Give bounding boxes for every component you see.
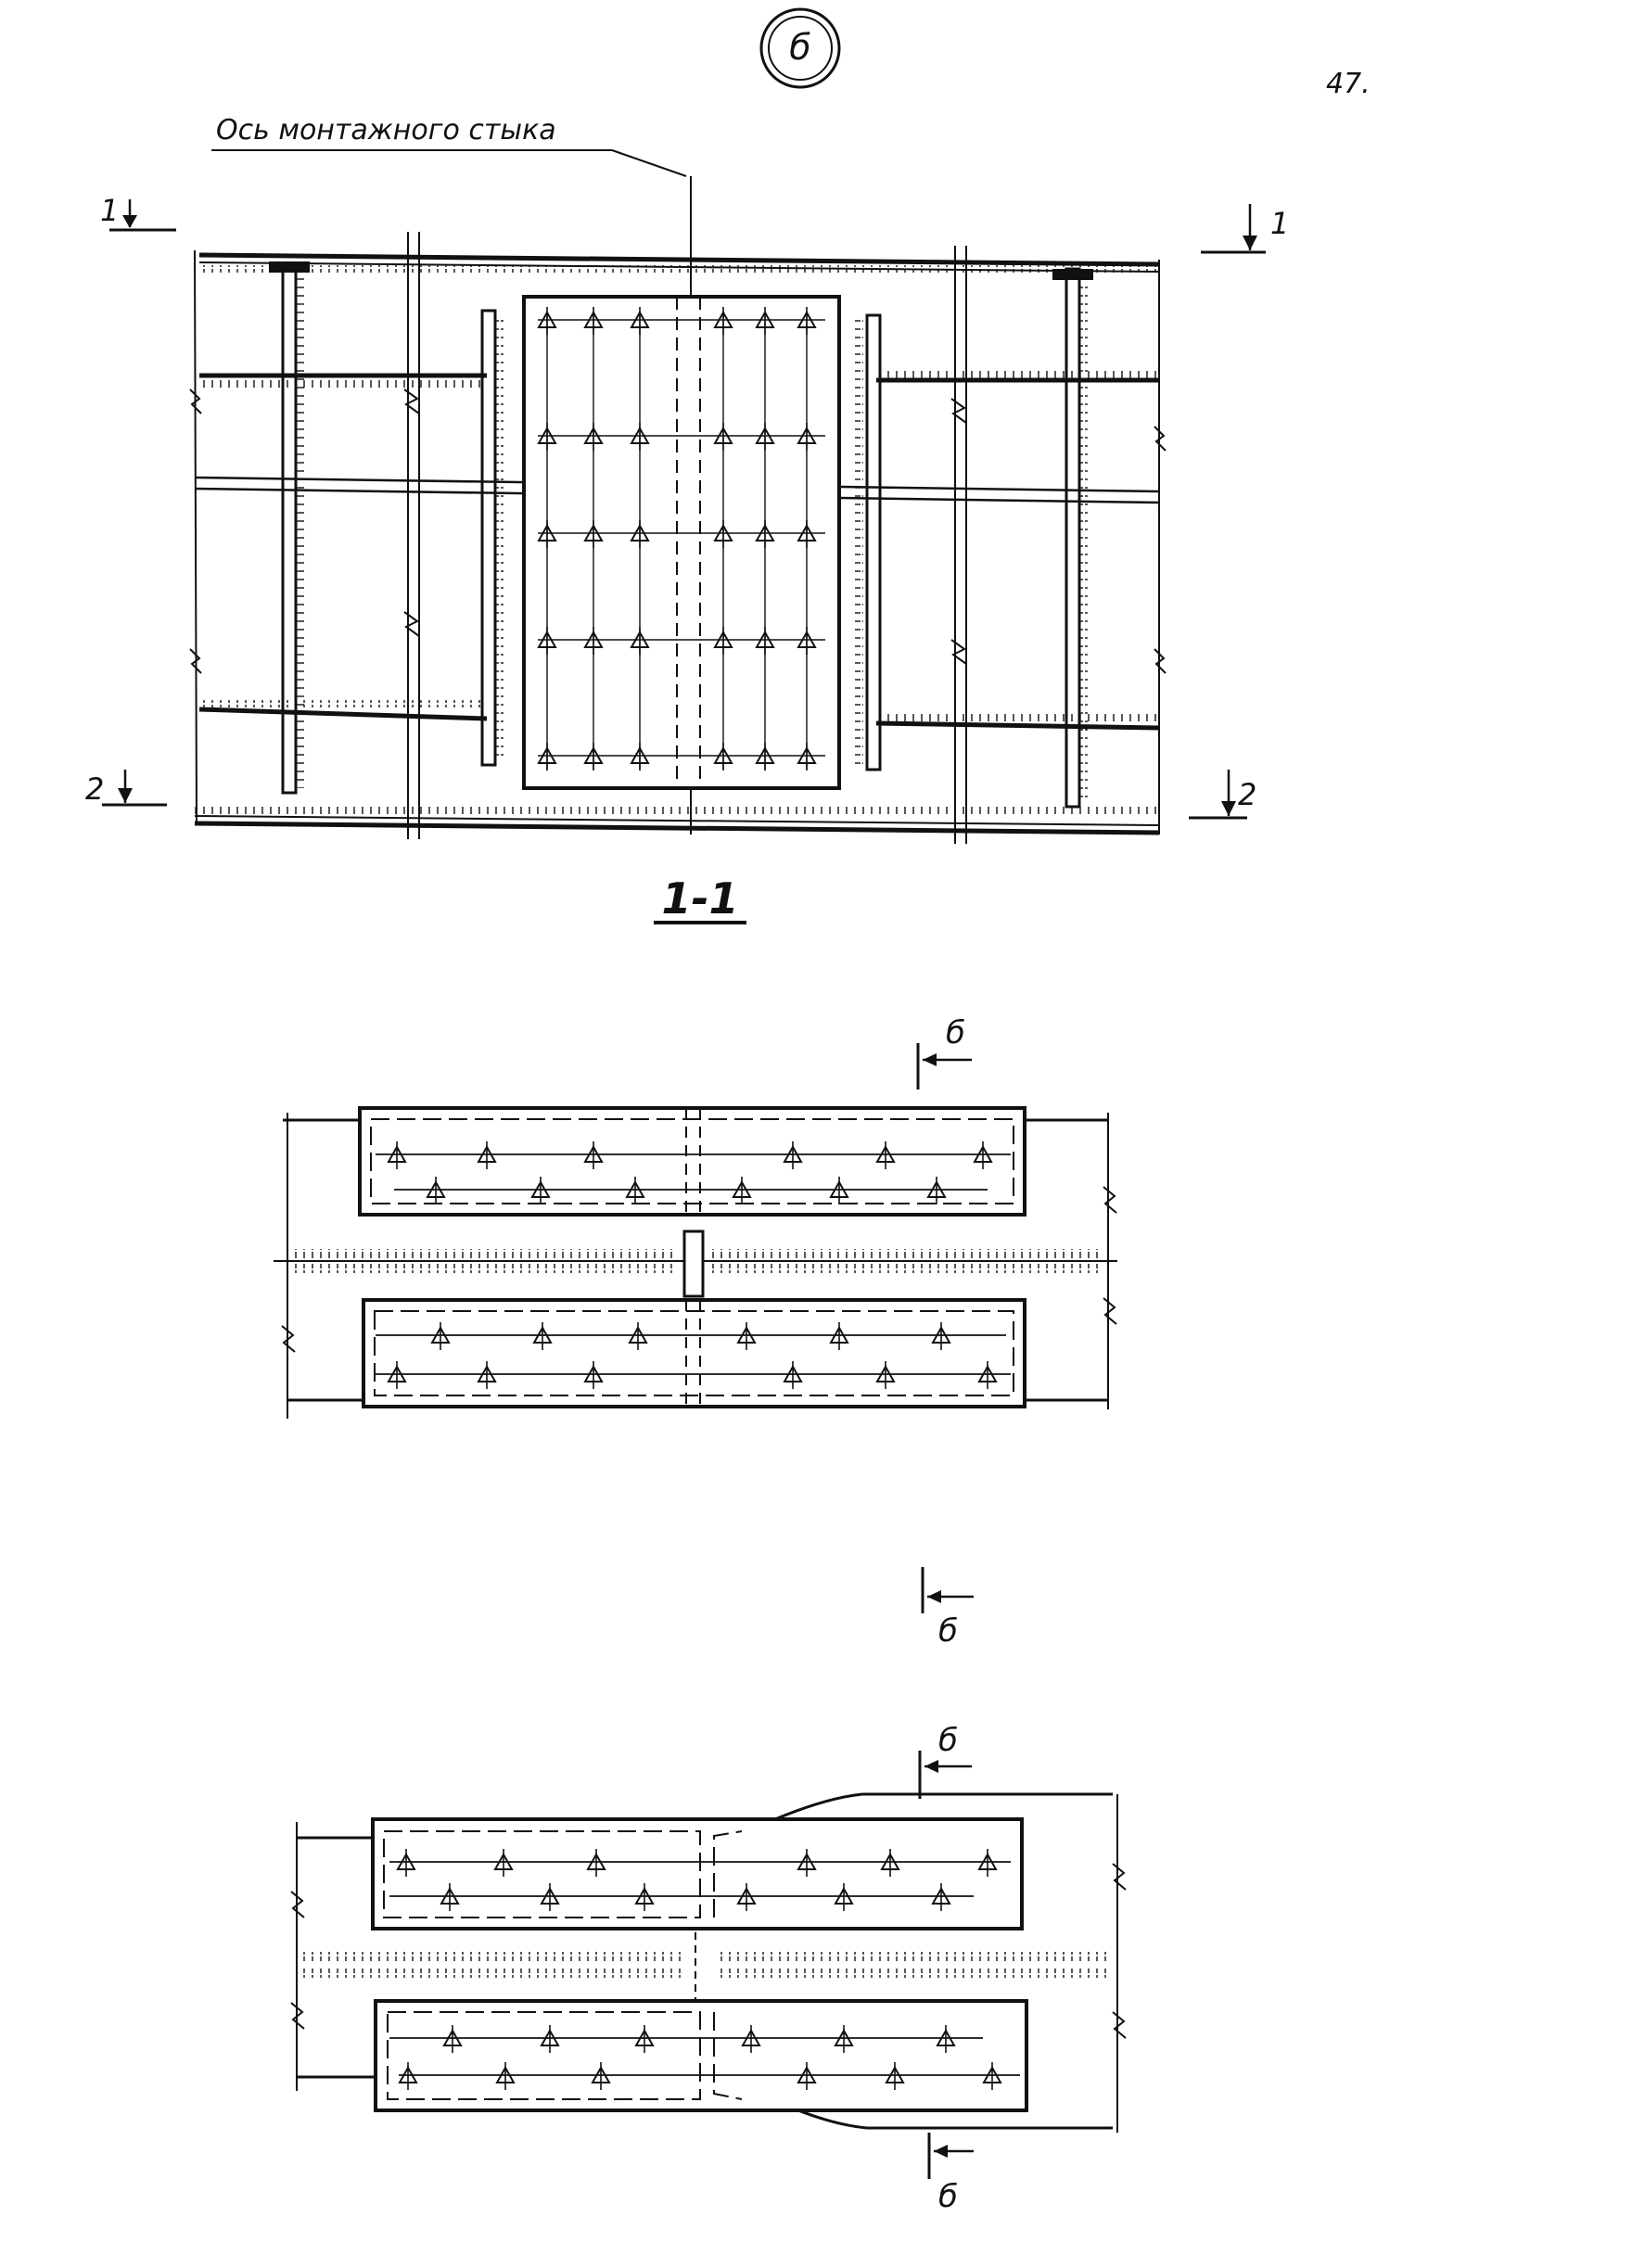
cut-1-left-label: 1 (100, 193, 119, 228)
section-1-mark-top: б (916, 1014, 972, 1089)
section-1-mark-top-label: б (946, 1014, 965, 1051)
splice-bolt-group (538, 306, 825, 771)
stiffener-right (1052, 267, 1093, 809)
section-title-text: 1-1 (661, 873, 738, 924)
section-2-lower-plate (374, 1999, 1028, 2112)
top-flange (198, 252, 1160, 273)
cut-2-left-label: 2 (85, 771, 104, 807)
cut-mark-2-right: 2 (1189, 770, 1256, 820)
detail-circle-marker: б (759, 7, 841, 89)
section-1-upper-plate (358, 1106, 1026, 1217)
section-view-1: б б (274, 1014, 1117, 1650)
plan-view: Ось монтажного стыка 1 1 2 2 (85, 114, 1289, 924)
section-2-mark-bottom-label: б (938, 2178, 958, 2215)
cut-mark-1-right: 1 (1201, 204, 1289, 254)
sheet-number: 47. (1326, 68, 1371, 100)
cut-2-right-label: 2 (1238, 777, 1256, 812)
cut-mark-2-left: 2 (85, 770, 167, 807)
web-line-right-outer (1154, 260, 1167, 835)
section-1-lower-plate (362, 1298, 1026, 1408)
axis-caption: Ось монтажного стыка (216, 114, 556, 147)
bottom-flange (194, 807, 1160, 835)
rib-lower (198, 700, 1160, 731)
splice-side-plate-right (855, 313, 882, 771)
rib-upper (199, 371, 1159, 388)
cut-mark-1-left: 1 (100, 193, 176, 232)
section-2-upper-plate (371, 1817, 1024, 1930)
splice-plate (522, 295, 841, 790)
sheet-number-text: 47. (1326, 68, 1371, 100)
detail-circle-label: б (789, 27, 810, 68)
web-line-right-inner (950, 246, 967, 844)
section-1-mark-bottom-label: б (938, 1612, 958, 1650)
section-2-mark-top: б (918, 1722, 972, 1799)
section-title-1-1: 1-1 (654, 873, 746, 924)
splice-side-plate-left (480, 309, 504, 767)
stiffener-left (269, 261, 310, 795)
section-1-mark-bottom: б (921, 1567, 974, 1650)
web-line-left-outer (189, 249, 202, 826)
cut-1-right-label: 1 (1270, 206, 1289, 241)
web-line-left-inner (403, 232, 420, 839)
section-2-mark-top-label: б (938, 1722, 958, 1759)
section-view-2: б б (290, 1722, 1127, 2215)
web-center-stub (682, 1230, 705, 1298)
section-2-mark-bottom: б (927, 2133, 974, 2215)
